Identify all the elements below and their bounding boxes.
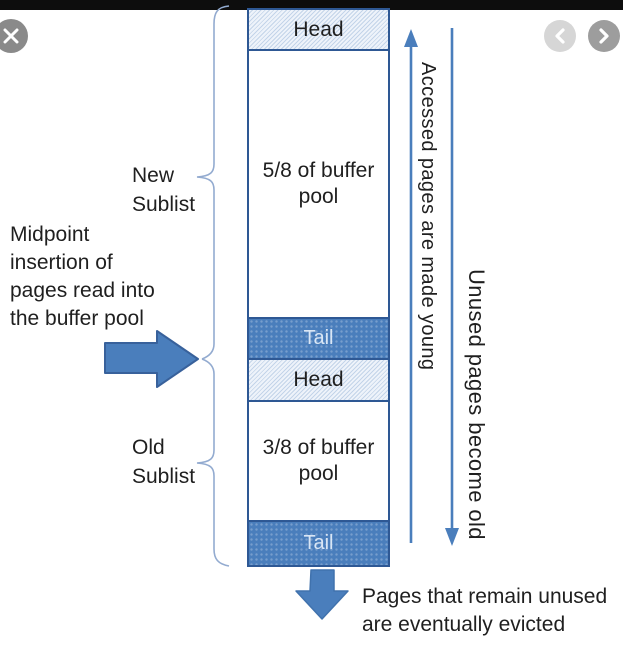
midpoint-note-line3: pages read into (10, 279, 155, 302)
section-label-line: pool (298, 185, 339, 208)
midpoint-note-line2: insertion of (10, 251, 113, 274)
midpoint-note-line1: Midpoint (10, 223, 90, 246)
section-label-line: 5/8 of buffer (262, 159, 375, 182)
midpoint-insertion-note: Midpoint insertion of pages read into th… (10, 221, 155, 333)
evicted-arrow (295, 569, 349, 620)
old-sublist-head-section: Head (249, 360, 388, 402)
prev-button[interactable] (544, 20, 576, 52)
unused-pages-label: Unused pages become old (464, 269, 489, 540)
new-sublist-label: New Sublist (132, 161, 195, 219)
close-icon (3, 28, 19, 44)
section-label: Head (293, 17, 344, 41)
old-sublist-label-line2: Sublist (132, 465, 196, 488)
midpoint-note-line4: the buffer pool (10, 307, 144, 330)
midpoint-arrow (104, 330, 199, 388)
new-sublist-label-line1: New (132, 164, 175, 187)
new-sublist-tail-section: Tail (249, 317, 388, 360)
new-sublist-label-line2: Sublist (132, 193, 196, 216)
accessed-pages-label: Accessed pages are made young (417, 62, 439, 371)
new-sublist-body-section: 5/8 of buffer pool (249, 51, 388, 317)
old-sublist-label-line1: Old (132, 436, 165, 459)
viewer-top-bar (0, 0, 623, 10)
evicted-caption: Pages that remain unused are eventually … (362, 583, 607, 639)
new-sublist-brace (196, 5, 230, 360)
evicted-caption-line1: Pages that remain unused (362, 585, 608, 608)
old-sublist-body-section: 3/8 of buffer pool (249, 402, 388, 520)
next-button[interactable] (588, 20, 620, 52)
new-sublist-head-section: Head (249, 10, 388, 51)
old-sublist-label: Old Sublist (132, 433, 195, 491)
buffer-pool-stack: Head 5/8 of buffer pool Tail Head 3/8 of… (247, 8, 390, 567)
section-label: Head (293, 368, 344, 391)
section-label: Tail (303, 327, 334, 349)
old-sublist-brace (196, 358, 230, 567)
chevron-right-icon (599, 28, 609, 44)
close-button[interactable] (0, 19, 28, 53)
section-label: Tail (303, 532, 334, 554)
chevron-left-icon (555, 28, 565, 44)
section-label-line: pool (298, 462, 339, 485)
section-label-line: 3/8 of buffer (262, 436, 375, 459)
evicted-caption-line2: are eventually evicted (362, 613, 566, 636)
accessed-arrow-head (404, 29, 418, 47)
old-sublist-tail-section: Tail (249, 520, 388, 565)
unused-arrow-head (445, 528, 459, 546)
